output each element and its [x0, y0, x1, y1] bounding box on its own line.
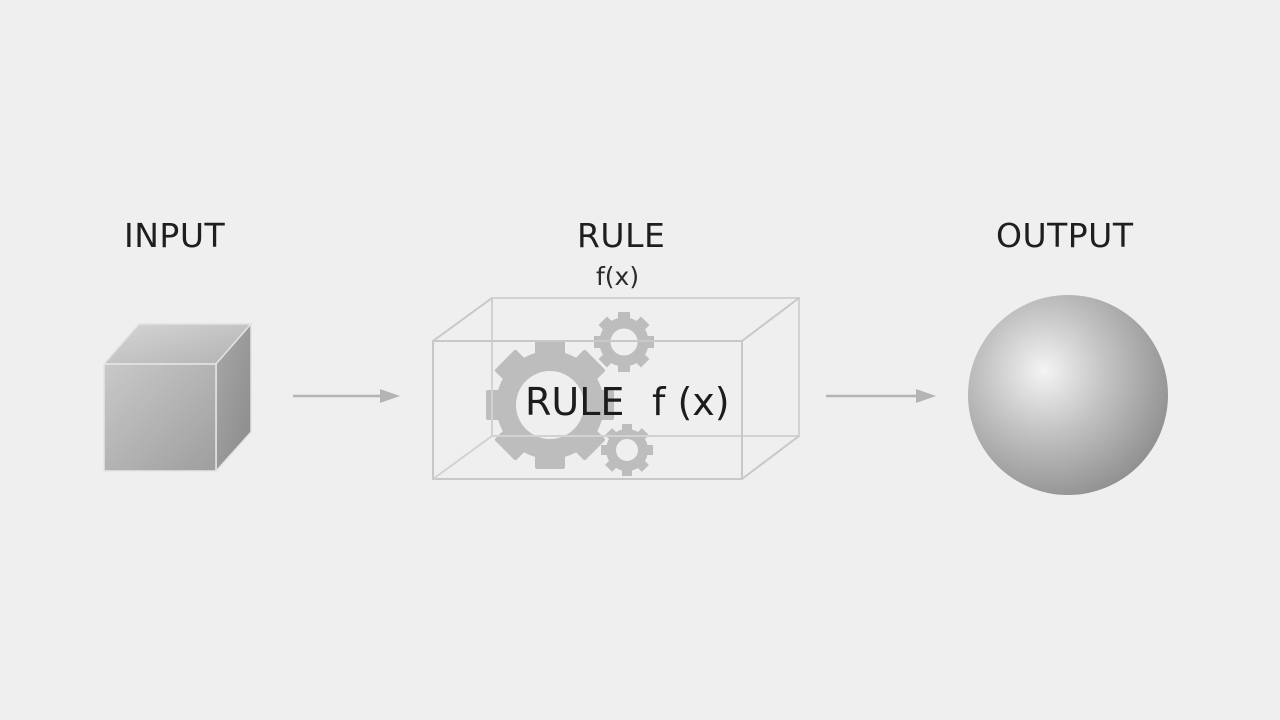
output-label: OUTPUT	[996, 216, 1134, 255]
rule-box-text: RULE	[525, 380, 625, 424]
arrow-right-icon	[293, 389, 400, 403]
rule-box	[432, 297, 800, 480]
gear-icon	[486, 341, 614, 469]
rule-formula-label: f(x)	[596, 262, 640, 291]
arrow-right-icon	[826, 389, 936, 403]
sphere-icon	[968, 295, 1168, 495]
input-label: INPUT	[124, 216, 226, 255]
cube-icon	[102, 322, 253, 473]
gear-icon	[601, 424, 653, 476]
rule-box-formula: f (x)	[652, 380, 730, 424]
rule-label: RULE	[577, 216, 666, 255]
